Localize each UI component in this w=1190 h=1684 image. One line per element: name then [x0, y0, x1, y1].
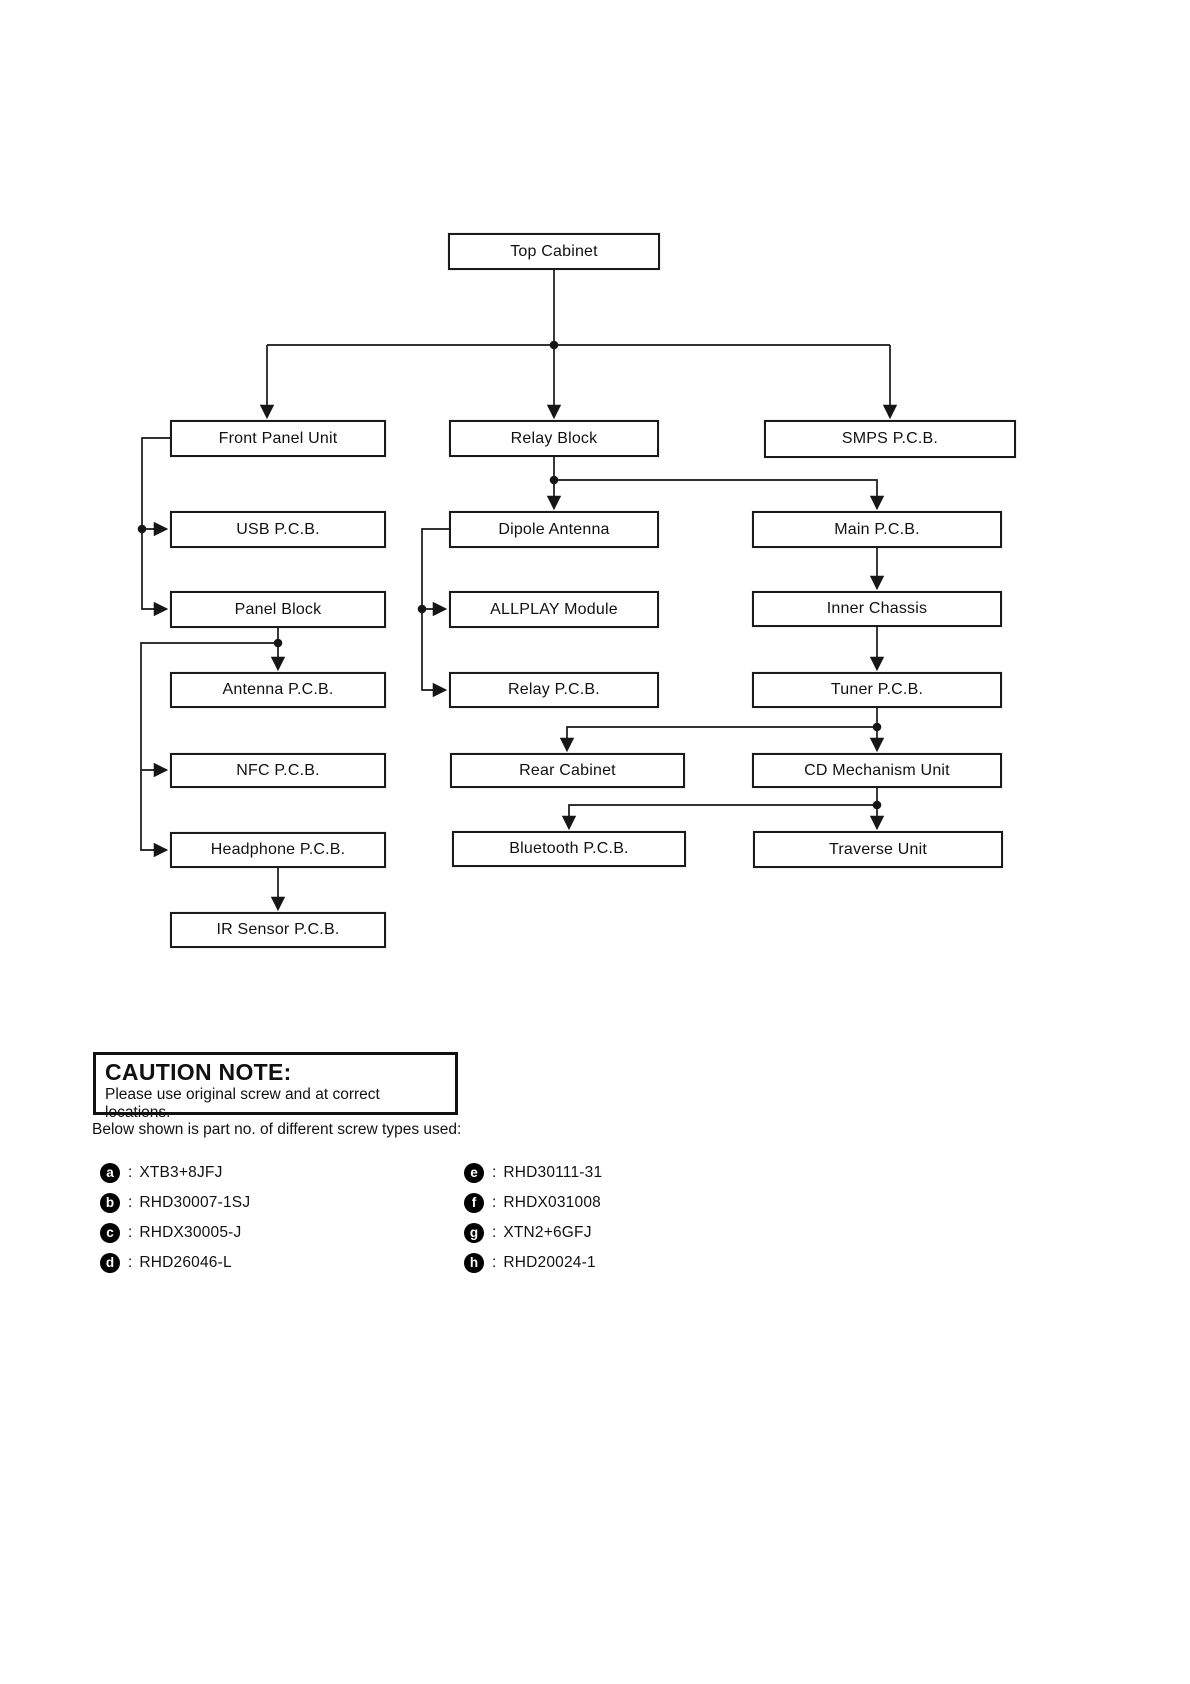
screw-item-b: b : RHD30007-1SJ [100, 1188, 430, 1218]
node-label: CD Mechanism Unit [804, 761, 950, 779]
junction-dots [137, 340, 882, 810]
wire-frontpanel-rail [141, 437, 170, 617]
node-label: Inner Chassis [826, 600, 928, 617]
colon: : [128, 1194, 133, 1211]
node-label: IR Sensor P.C.B. [216, 921, 340, 938]
node-allplay-module: ALLPLAY Module [449, 591, 659, 628]
screw-item-h: h : RHD20024-1 [464, 1248, 794, 1278]
node-relay-block: Relay Block [449, 420, 659, 457]
node-label: ALLPLAY Module [490, 600, 618, 618]
node-label: USB P.C.B. [236, 520, 320, 538]
node-headphone-pcb: Headphone P.C.B. [170, 832, 386, 868]
screw-part-number: RHD26046-L [139, 1254, 232, 1271]
screw-item-c: c : RHDX30005-J [100, 1218, 430, 1248]
node-panel-block: Panel Block [170, 591, 386, 628]
screw-badge-b: b [100, 1193, 120, 1213]
screw-part-number: RHD30007-1SJ [139, 1194, 251, 1211]
colon: : [492, 1164, 497, 1181]
screw-badge-d: d [100, 1253, 120, 1273]
screw-badge-e: e [464, 1163, 484, 1183]
node-label: Top Cabinet [510, 242, 598, 260]
caution-title: CAUTION NOTE: [105, 1059, 292, 1085]
node-relay-pcb: Relay P.C.B. [449, 672, 659, 708]
wire-to-main-pcb [554, 479, 885, 511]
node-label: Traverse Unit [828, 840, 928, 858]
screw-part-number: XTN2+6GFJ [503, 1224, 592, 1241]
node-tuner-pcb: Tuner P.C.B. [752, 672, 1002, 708]
node-nfc-pcb: NFC P.C.B. [170, 753, 386, 788]
screw-item-e: e : RHD30111-31 [464, 1158, 794, 1188]
wire-tuner-to-rear [559, 726, 877, 753]
node-label: Headphone P.C.B. [210, 841, 346, 858]
node-label: Main P.C.B. [834, 520, 920, 538]
node-smps-pcb: SMPS P.C.B. [764, 420, 1016, 458]
node-usb-pcb: USB P.C.B. [170, 511, 386, 548]
node-label: Front Panel Unit [218, 429, 338, 447]
screw-list-left: a : XTB3+8JFJ b : RHD30007-1SJ c : RHDX3… [100, 1158, 430, 1278]
node-label: NFC P.C.B. [236, 761, 320, 779]
screw-part-number: RHDX30005-J [139, 1224, 242, 1241]
node-traverse-unit: Traverse Unit [753, 831, 1003, 868]
screw-item-d: d : RHD26046-L [100, 1248, 430, 1278]
node-label: Rear Cabinet [519, 761, 616, 779]
screw-item-f: f : RHDX031008 [464, 1188, 794, 1218]
node-label: Relay P.C.B. [508, 681, 600, 698]
wire-dipole-rail [421, 528, 449, 698]
colon: : [492, 1224, 497, 1241]
screw-badge-a: a [100, 1163, 120, 1183]
node-ir-sensor-pcb: IR Sensor P.C.B. [170, 912, 386, 948]
screw-list-intro: Below shown is part no. of different scr… [92, 1121, 462, 1138]
node-antenna-pcb: Antenna P.C.B. [170, 672, 386, 708]
wire-cd-to-bluetooth [561, 804, 877, 831]
screw-badge-c: c [100, 1223, 120, 1243]
colon: : [128, 1164, 133, 1181]
node-label: Antenna P.C.B. [222, 681, 334, 698]
node-main-pcb: Main P.C.B. [752, 511, 1002, 548]
screw-part-number: RHDX031008 [503, 1194, 601, 1211]
node-label: Relay Block [510, 429, 598, 447]
node-label: Tuner P.C.B. [830, 681, 924, 698]
screw-badge-f: f [464, 1193, 484, 1213]
node-cd-mechanism-unit: CD Mechanism Unit [752, 753, 1002, 788]
caution-body: Please use original screw and at correct… [105, 1086, 380, 1122]
node-label: Dipole Antenna [498, 520, 610, 538]
node-bluetooth-pcb: Bluetooth P.C.B. [452, 831, 686, 867]
colon: : [128, 1224, 133, 1241]
screw-badge-h: h [464, 1253, 484, 1273]
colon: : [492, 1254, 497, 1271]
screw-item-g: g : XTN2+6GFJ [464, 1218, 794, 1248]
node-front-panel-unit: Front Panel Unit [170, 420, 386, 457]
node-top-cabinet: Top Cabinet [448, 233, 660, 270]
node-label: Bluetooth P.C.B. [509, 840, 629, 857]
node-inner-chassis: Inner Chassis [752, 591, 1002, 627]
screw-badge-g: g [464, 1223, 484, 1243]
colon: : [128, 1254, 133, 1271]
screw-part-number: RHD20024-1 [503, 1254, 596, 1271]
node-label: Panel Block [234, 600, 322, 618]
node-dipole-antenna: Dipole Antenna [449, 511, 659, 548]
screw-part-number: RHD30111-31 [503, 1164, 603, 1181]
colon: : [492, 1194, 497, 1211]
screw-item-a: a : XTB3+8JFJ [100, 1158, 430, 1188]
caution-note-box: CAUTION NOTE: Please use original screw … [93, 1052, 458, 1121]
node-rear-cabinet: Rear Cabinet [450, 753, 685, 788]
screw-list-right: e : RHD30111-31 f : RHDX031008 g : XTN2+… [464, 1158, 794, 1278]
screw-part-number: XTB3+8JFJ [139, 1164, 223, 1181]
node-label: SMPS P.C.B. [841, 430, 939, 447]
